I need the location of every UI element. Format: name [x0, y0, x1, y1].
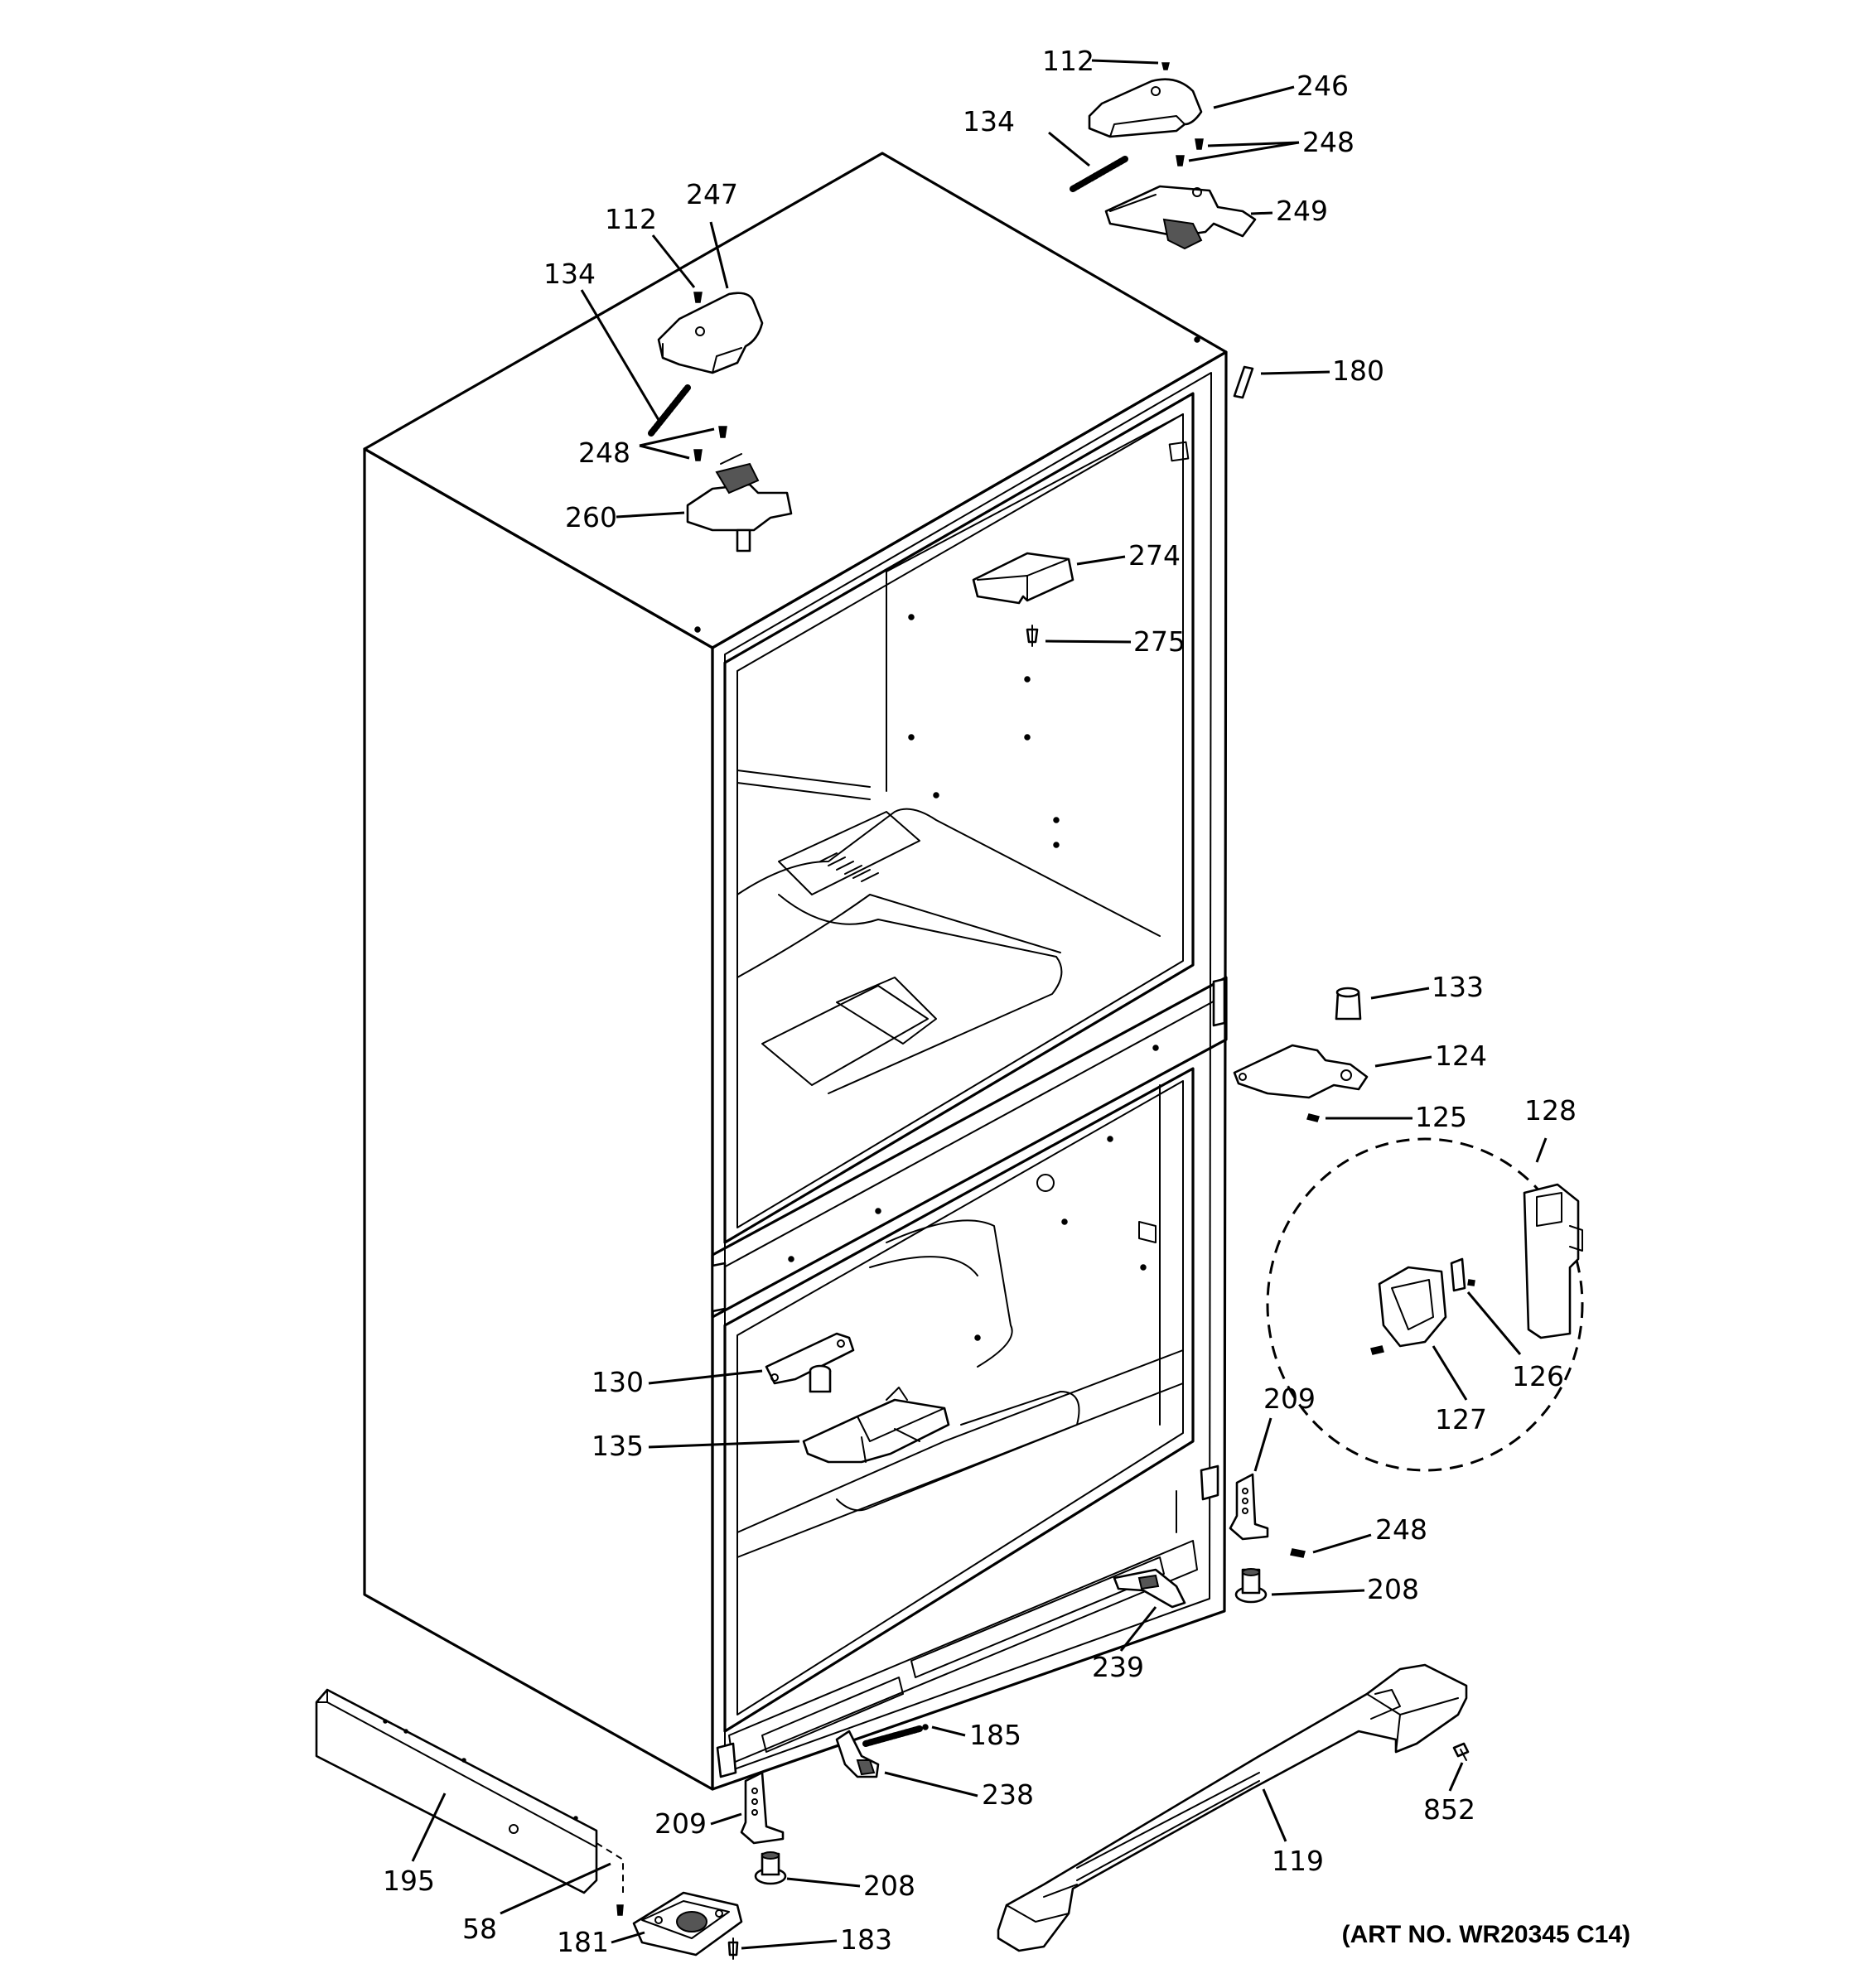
cabinet-left-side [363, 447, 714, 1791]
part-238-roller-bracket [835, 1730, 880, 1778]
art-number: (ART NO. WR20345 C14) [1342, 1921, 1630, 1948]
part-134-spring-left [648, 384, 691, 437]
callout-112-left: 112 [605, 203, 657, 235]
callout-195: 195 [383, 1865, 435, 1897]
part-195-kick-panel [315, 1688, 624, 1894]
callout-135: 135 [592, 1430, 644, 1462]
freezer-liner-opening [723, 1067, 1195, 1733]
part-275-screw [1026, 625, 1039, 647]
cabinet-top [363, 152, 1228, 649]
callout-239: 239 [1092, 1651, 1144, 1683]
callout-275: 275 [1133, 625, 1186, 658]
vent-slots [819, 852, 879, 882]
callout-130: 130 [592, 1366, 644, 1398]
callout-128: 128 [1524, 1094, 1577, 1127]
callout-249: 249 [1276, 195, 1328, 227]
callout-274: 274 [1128, 539, 1181, 572]
part-209-bracket-left [740, 1771, 785, 1845]
fresh-food-liner-opening [723, 392, 1195, 1244]
part-119-base-grille [997, 1663, 1468, 1952]
assembly-boundary [1266, 1137, 1584, 1472]
callout-852: 852 [1423, 1793, 1475, 1826]
part-208-leveler-left [754, 1851, 787, 1885]
part-112-screw-left [693, 292, 703, 303]
callout-246: 246 [1297, 70, 1349, 102]
part-239-roller-bracket [1113, 1568, 1186, 1609]
callout-208-left: 208 [863, 1870, 915, 1902]
part-248-screws-left [693, 426, 727, 461]
callout-133: 133 [1432, 971, 1484, 1003]
callout-185: 185 [969, 1719, 1021, 1751]
cabinet-lower-hinge-plates [711, 977, 1226, 1778]
part-247-hinge-cover [657, 292, 764, 374]
refrigerator-cabinet [363, 152, 1228, 1791]
center-mullion [711, 976, 1228, 1319]
callout-260: 260 [565, 501, 617, 533]
part-248-screw-right [1290, 1548, 1306, 1558]
leader-lines [411, 59, 1548, 1950]
callout-58: 58 [462, 1913, 497, 1945]
part-58-screw [616, 1904, 624, 1916]
part-246-hinge-cover [1088, 78, 1203, 138]
part-125-screw [1306, 1113, 1320, 1122]
callout-127: 127 [1435, 1403, 1487, 1436]
part-128-switch-assembly [1266, 1137, 1584, 1472]
callout-248-right: 248 [1375, 1513, 1427, 1546]
callout-247: 247 [686, 178, 738, 210]
part-135-bracket [802, 1387, 950, 1464]
part-183-screw [727, 1937, 739, 1960]
cabinet-front-frame [711, 350, 1228, 1791]
callout-183: 183 [840, 1923, 892, 1956]
part-208-leveler-right [1234, 1568, 1268, 1604]
callout-125: 125 [1415, 1101, 1467, 1133]
part-133-bushing [1335, 987, 1362, 1021]
part-274-bracket [972, 552, 1074, 605]
part-180-clip [1233, 365, 1254, 399]
callout-126: 126 [1512, 1360, 1564, 1392]
part-248-screws-upper [1176, 138, 1204, 166]
callout-248-top: 248 [1302, 126, 1355, 158]
liner-holes [788, 614, 1159, 1341]
callout-238: 238 [982, 1778, 1034, 1811]
callout-209-left: 209 [654, 1807, 707, 1840]
part-181-roller-assembly [632, 1891, 743, 1957]
callout-labels: 112 246 134 248 249 247 112 134 180 248 … [383, 45, 1577, 1958]
part-249-hinge [1104, 185, 1257, 250]
callout-180: 180 [1332, 355, 1384, 387]
part-260-hinge [686, 453, 793, 552]
part-130-bracket [765, 1332, 855, 1393]
part-209-bracket-right [1229, 1473, 1269, 1541]
part-134-spring-upper [1070, 156, 1128, 192]
callout-181: 181 [557, 1926, 609, 1958]
callout-119: 119 [1272, 1845, 1324, 1877]
callout-112-top: 112 [1042, 45, 1094, 77]
callout-248-left: 248 [578, 437, 630, 469]
callout-134-top: 134 [963, 105, 1015, 138]
part-124-hinge-bracket [1233, 1044, 1369, 1099]
part-852-screw [1452, 1742, 1470, 1761]
callout-209-right: 209 [1263, 1382, 1316, 1415]
callout-124: 124 [1435, 1040, 1487, 1072]
callout-134-left: 134 [543, 258, 596, 290]
part-185-spring [862, 1724, 929, 1747]
part-112-screw-top [1161, 62, 1170, 70]
callout-208-right: 208 [1367, 1573, 1419, 1605]
